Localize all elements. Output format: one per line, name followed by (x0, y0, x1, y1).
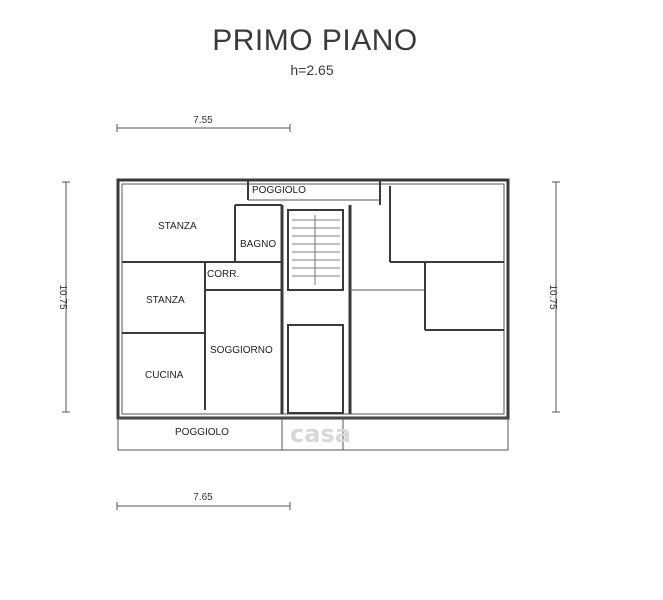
room-poggiolo-bottom: POGGIOLO (175, 427, 229, 438)
room-poggiolo-top: POGGIOLO (252, 185, 306, 196)
stair-core (287, 205, 352, 414)
room-stanza-1: STANZA (158, 221, 197, 232)
room-stanza-2: STANZA (146, 295, 185, 306)
plan-title: PRIMO PIANO (212, 24, 418, 57)
top-dimension: 7.55 (116, 115, 291, 132)
top-width-label: 7.55 (193, 115, 213, 126)
bottom-width-label: 7.65 (193, 492, 213, 503)
room-bagno: BAGNO (240, 239, 276, 250)
left-dimension: 10.75 (57, 181, 70, 413)
right-dimension: 10.75 (547, 181, 560, 413)
bottom-dimension: 7.65 (116, 492, 291, 510)
watermark: casa (290, 420, 351, 448)
right-height-label: 10.75 (547, 284, 558, 309)
top-balcony (247, 180, 381, 205)
height-label: h=2.65 (290, 62, 333, 78)
room-soggiorno: SOGGIORNO (210, 345, 273, 356)
room-corr: CORR. (207, 269, 239, 280)
left-height-label: 10.75 (57, 284, 68, 309)
room-cucina: CUCINA (145, 370, 184, 381)
bottom-balcony (117, 417, 509, 451)
left-unit-walls (122, 204, 284, 414)
right-unit-walls (350, 186, 504, 331)
